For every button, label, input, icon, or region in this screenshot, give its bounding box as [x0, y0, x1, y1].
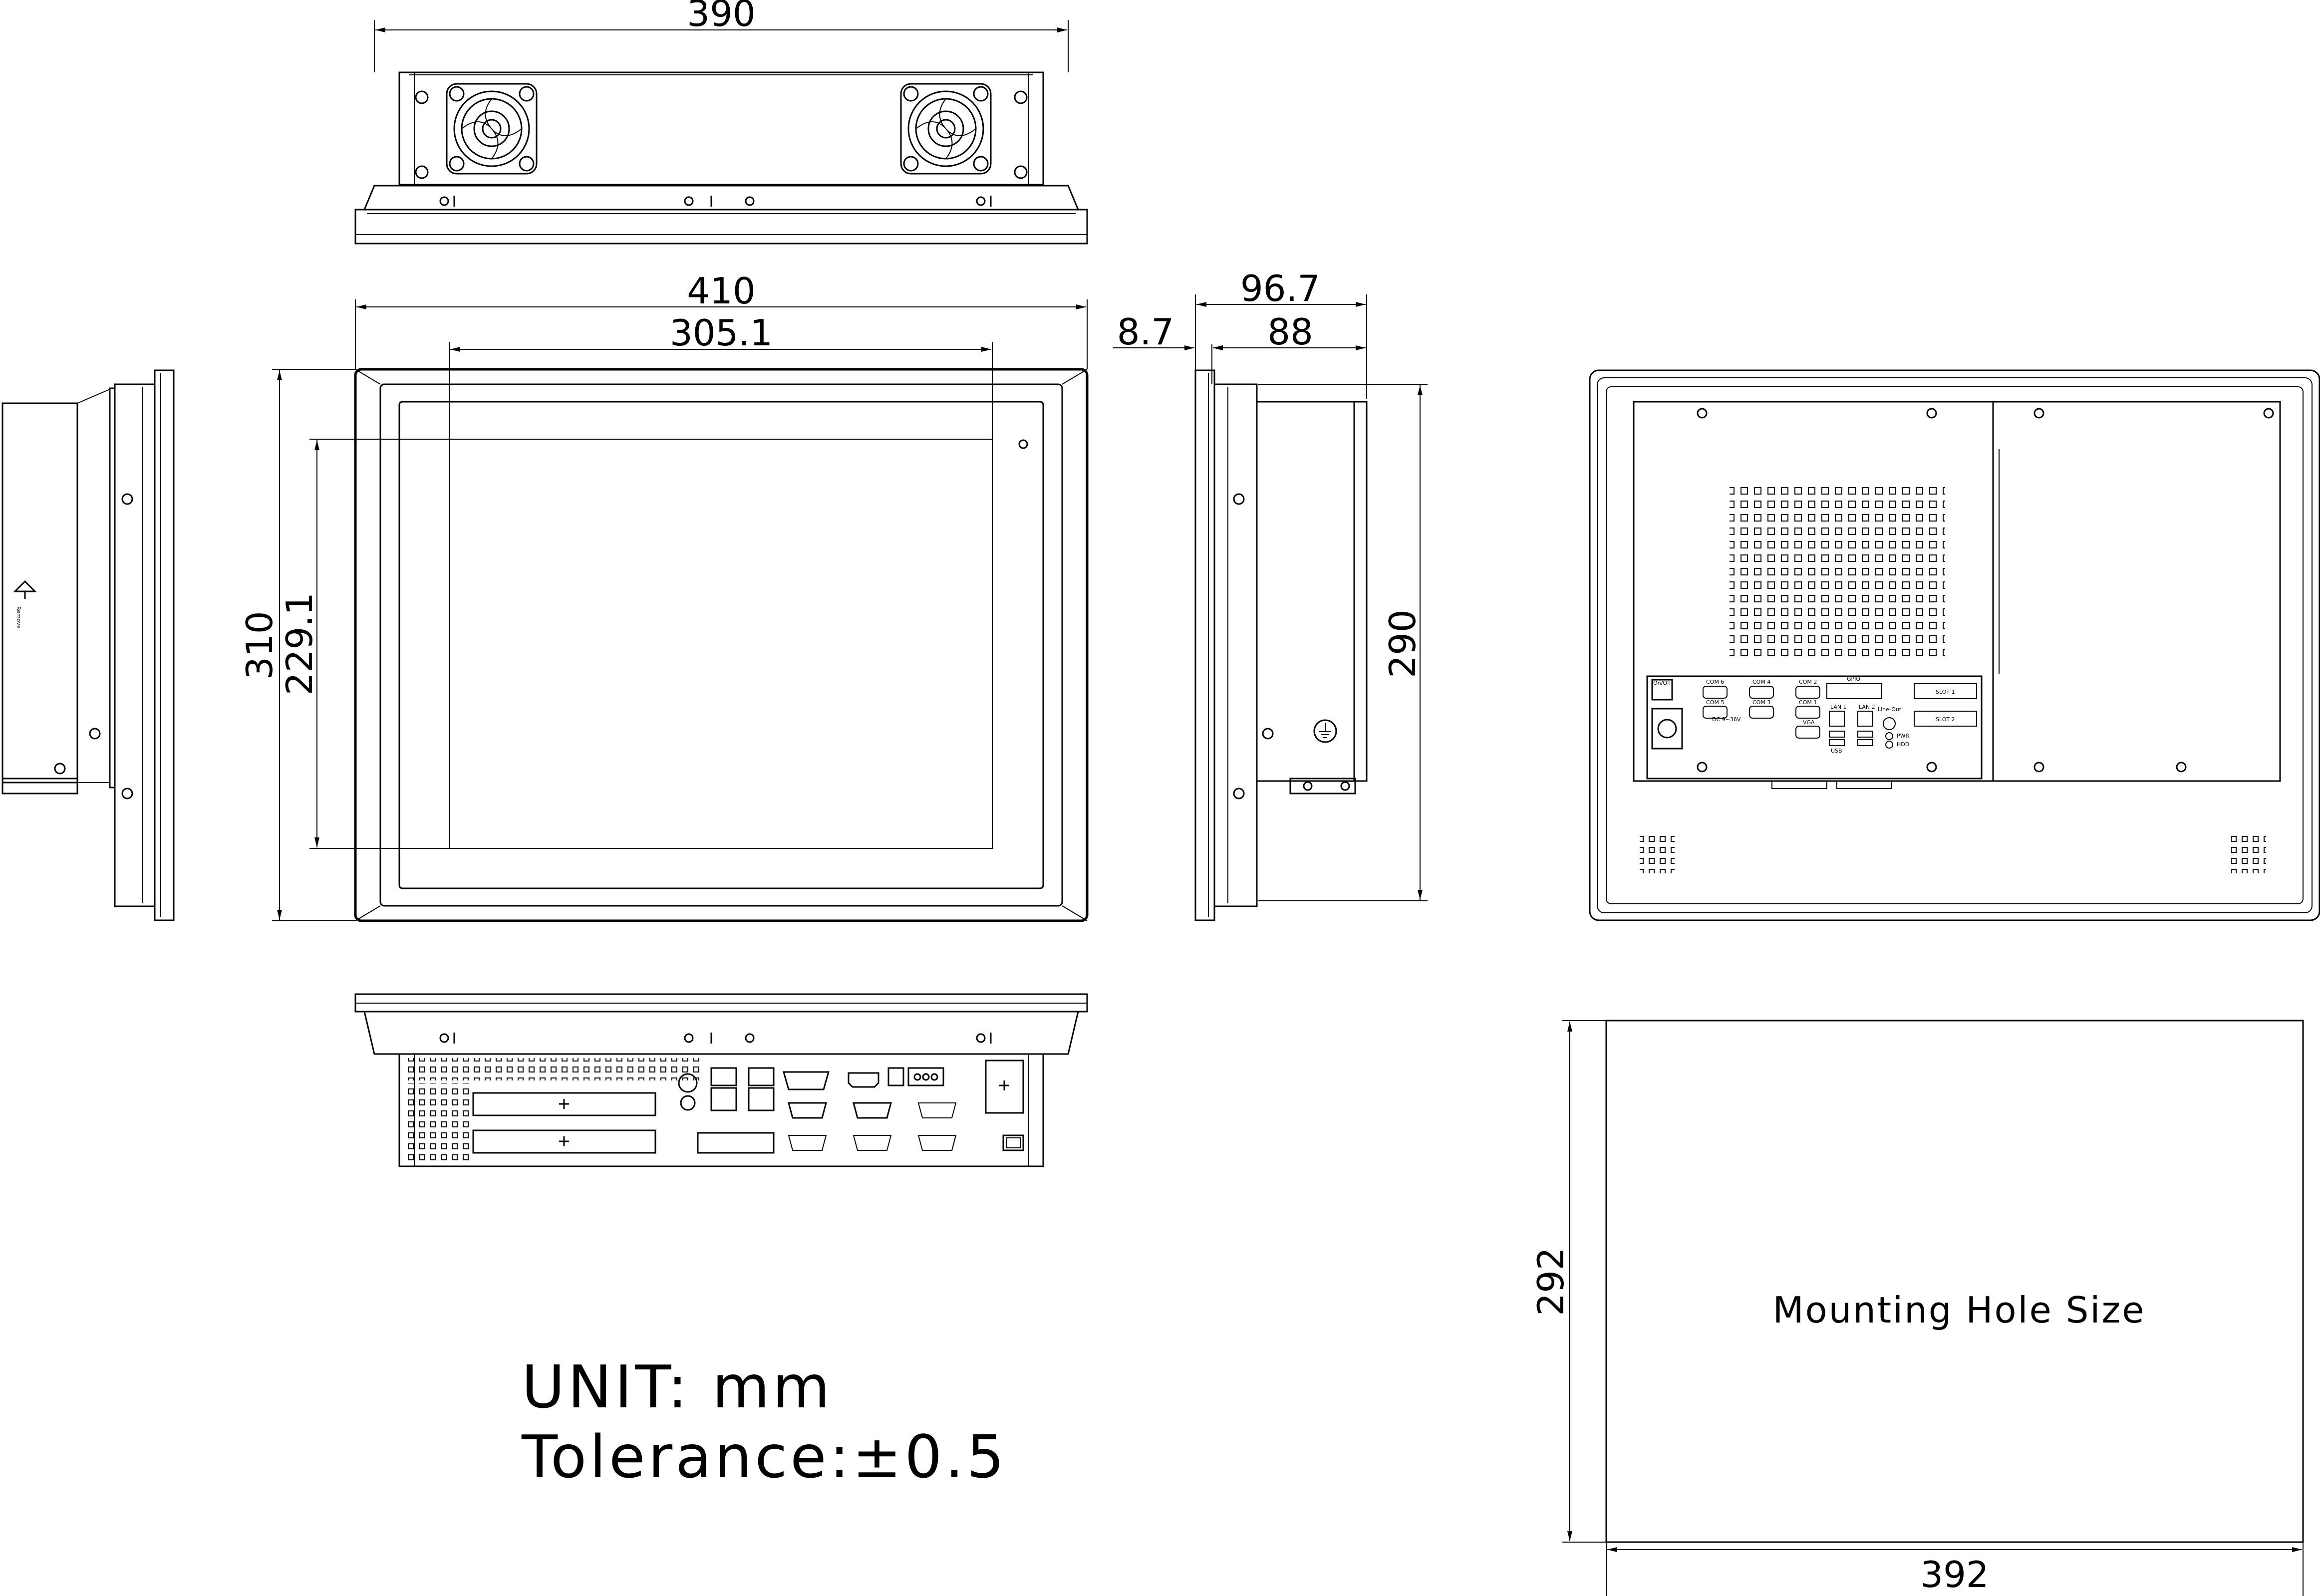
- dim-side-bezel: 8.7: [1117, 311, 1174, 353]
- label-com1: COM 1: [1799, 699, 1817, 706]
- label-com5: COM 5: [1706, 699, 1724, 706]
- fan-right-icon: [900, 83, 992, 175]
- tolerance-note: Tolerance:±0.5: [521, 1422, 1007, 1491]
- com-ports: COM 6 COM 4 COM 2 COM 5 COM 3 COM 1 VGA: [1703, 679, 1820, 739]
- label-slot1: SLOT 1: [1936, 689, 1955, 695]
- label-lineout: Line-Out: [1878, 706, 1902, 713]
- label-lan2: LAN 2: [1859, 704, 1875, 710]
- dim-screen-width: 305.1: [670, 312, 773, 354]
- unit-note: UNIT: mm: [522, 1352, 833, 1421]
- cutout-view: 292 392 Mounting Hole Size: [1530, 1020, 2304, 1596]
- right-side-view: 96.7 8.7 88 290: [1113, 267, 1428, 921]
- dim-side-height: 290: [1382, 609, 1424, 678]
- remove-arrow-icon: [13, 580, 37, 599]
- label-hdd: HDD: [1897, 741, 1909, 748]
- remove-label: Remove: [15, 606, 22, 629]
- rear-view: On/Off DC 9~36V COM 6 COM 4 COM 2 COM 5 …: [1589, 369, 2320, 921]
- left-side-view: Remove: [1, 369, 175, 921]
- dim-side-total: 96.7: [1240, 267, 1320, 309]
- cutout-label: Mounting Hole Size: [1772, 1289, 2145, 1331]
- label-vga: VGA: [1803, 719, 1815, 726]
- top-view: 390: [354, 0, 1088, 245]
- label-pwr: PWR: [1897, 733, 1910, 739]
- label-lan1: LAN 1: [1830, 704, 1847, 710]
- dim-front-height: 310: [239, 611, 281, 679]
- label-com4: COM 4: [1752, 679, 1770, 685]
- label-slot2: SLOT 2: [1936, 716, 1955, 723]
- dim-cutout-width: 392: [1920, 1554, 1989, 1596]
- label-onoff: On/Off: [1653, 680, 1671, 686]
- dim-top-width: 390: [687, 0, 755, 34]
- dim-cutout-height: 292: [1530, 1247, 1572, 1316]
- dim-side-body: 88: [1267, 311, 1313, 353]
- label-gpio: GPIO: [1847, 676, 1860, 682]
- front-view: 410 305.1 310 229.1: [239, 270, 1089, 922]
- label-com2: COM 2: [1799, 679, 1817, 685]
- label-com3: COM 3: [1752, 699, 1770, 706]
- fan-left-icon: [446, 83, 538, 175]
- label-usb: USB: [1831, 748, 1842, 754]
- rear-vent-grid: [1730, 487, 1945, 661]
- bottom-view: [354, 993, 1088, 1167]
- dim-front-width: 410: [687, 270, 755, 312]
- label-com6: COM 6: [1706, 679, 1724, 685]
- dim-screen-height: 229.1: [279, 592, 320, 695]
- ground-symbol-icon: [1319, 723, 1331, 738]
